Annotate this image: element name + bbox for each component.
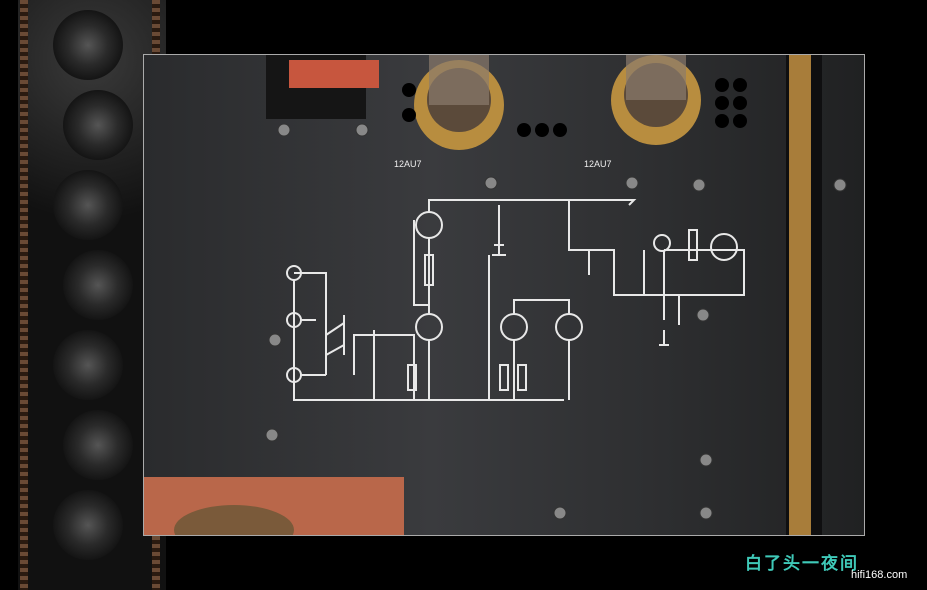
chain-border-left bbox=[20, 0, 28, 590]
rose-decoration-strip bbox=[18, 0, 166, 590]
tube-left bbox=[414, 55, 504, 150]
tube-right bbox=[611, 55, 701, 145]
tube-label: 12AU7 bbox=[584, 159, 612, 169]
amplifier-photo: 12AU7 12AU7 bbox=[143, 54, 865, 536]
caption-title: 白了头一夜间 bbox=[745, 554, 859, 574]
tube-label: 12AU7 bbox=[394, 159, 422, 169]
schematic-engraving bbox=[265, 55, 847, 535]
site-watermark: hifi168.com bbox=[851, 569, 908, 581]
